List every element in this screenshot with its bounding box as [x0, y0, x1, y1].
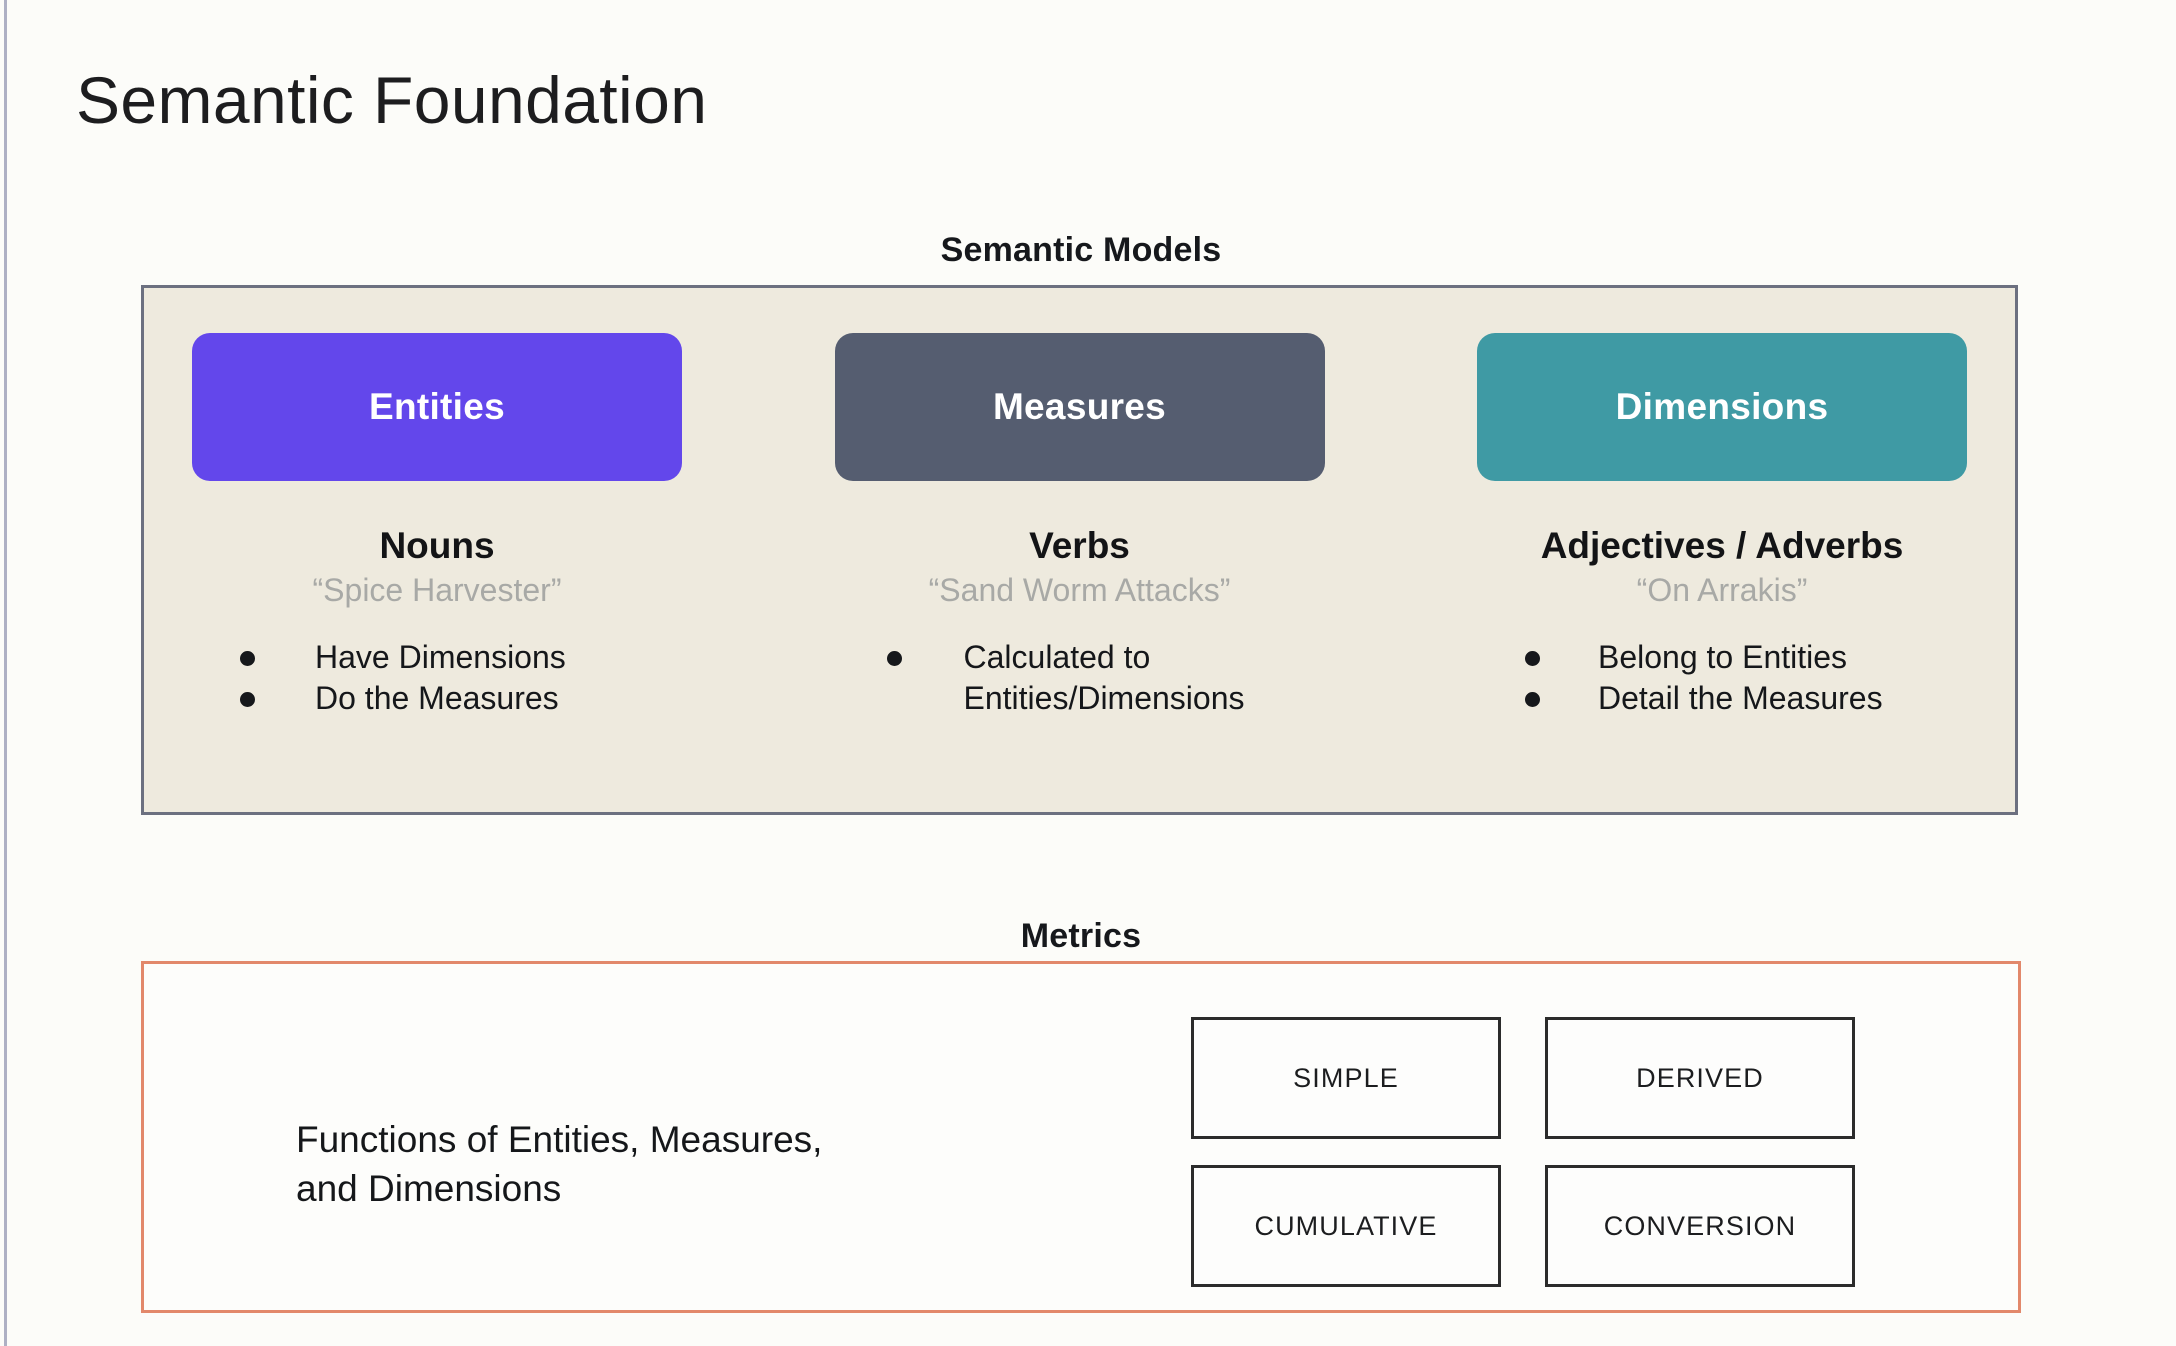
semantic-column-measures: Measures Verbs “Sand Worm Attacks” Calcu… — [834, 333, 1325, 812]
left-edge-rule — [4, 0, 7, 1346]
metric-type-derived[interactable]: DERIVED — [1545, 1017, 1855, 1139]
semantic-models-heading: Semantic Models — [940, 231, 1222, 269]
list-item-label: Have Dimensions — [315, 638, 566, 675]
list-item-label: Detail the Measures — [1598, 679, 1883, 716]
metric-type-simple[interactable]: SIMPLE — [1191, 1017, 1501, 1139]
bullet-dot-icon — [1525, 650, 1540, 666]
metric-type-simple-label: SIMPLE — [1293, 1062, 1399, 1093]
pill-entities[interactable]: Entities — [192, 333, 682, 481]
pill-measures[interactable]: Measures — [834, 333, 1325, 481]
semantic-column-entities: Entities Nouns “Spice Harvester” Have Di… — [192, 333, 682, 812]
dimensions-bullet-list: Belong to Entities Detail the Measures — [1477, 637, 1967, 719]
pill-measures-label: Measures — [992, 386, 1167, 427]
entities-example: “Spice Harvester” — [312, 571, 562, 608]
list-item: Have Dimensions — [192, 637, 682, 678]
list-item-label: Belong to Entities — [1598, 638, 1848, 675]
pill-dimensions[interactable]: Dimensions — [1477, 333, 1967, 481]
bullet-dot-icon — [240, 650, 255, 666]
page-title: Semantic Foundation — [76, 63, 708, 137]
metric-type-conversion[interactable]: CONVERSION — [1545, 1165, 1855, 1287]
bullet-dot-icon — [886, 650, 902, 666]
metric-type-cumulative-label: CUMULATIVE — [1254, 1210, 1438, 1241]
metric-type-conversion-label: CONVERSION — [1603, 1210, 1797, 1241]
bullet-dot-icon — [1525, 691, 1540, 707]
entities-part-of-speech: Nouns — [379, 525, 495, 566]
dimensions-part-of-speech: Adjectives / Adverbs — [1540, 525, 1904, 566]
metrics-type-grid: SIMPLE DERIVED CUMULATIVE CONVERSION — [1191, 1017, 1855, 1287]
list-item: Belong to Entities — [1477, 637, 1967, 678]
metrics-box: Functions of Entities, Measures, and Dim… — [141, 961, 2021, 1313]
pill-dimensions-label: Dimensions — [1615, 386, 1829, 427]
pill-entities-label: Entities — [368, 386, 506, 427]
list-item-label: Calculated to Entities/Dimensions — [963, 638, 1245, 716]
metrics-description: Functions of Entities, Measures, and Dim… — [296, 1119, 823, 1209]
list-item: Detail the Measures — [1477, 678, 1967, 719]
semantic-models-columns: Entities Nouns “Spice Harvester” Have Di… — [144, 288, 2015, 812]
list-item-label: Do the Measures — [315, 679, 559, 716]
metric-type-cumulative[interactable]: CUMULATIVE — [1191, 1165, 1501, 1287]
list-item: Do the Measures — [192, 678, 682, 719]
entities-bullet-list: Have Dimensions Do the Measures — [192, 637, 682, 719]
measures-example: “Sand Worm Attacks” — [928, 571, 1231, 608]
metric-type-derived-label: DERIVED — [1636, 1062, 1764, 1093]
dimensions-example: “On Arrakis” — [1636, 571, 1808, 608]
metrics-heading: Metrics — [1020, 917, 1142, 955]
semantic-models-box: Entities Nouns “Spice Harvester” Have Di… — [141, 285, 2018, 815]
measures-part-of-speech: Verbs — [1029, 525, 1130, 566]
list-item: Calculated to Entities/Dimensions — [835, 637, 1325, 719]
measures-bullet-list: Calculated to Entities/Dimensions — [835, 637, 1325, 719]
bullet-dot-icon — [240, 691, 255, 707]
semantic-column-dimensions: Dimensions Adjectives / Adverbs “On Arra… — [1477, 333, 1967, 812]
